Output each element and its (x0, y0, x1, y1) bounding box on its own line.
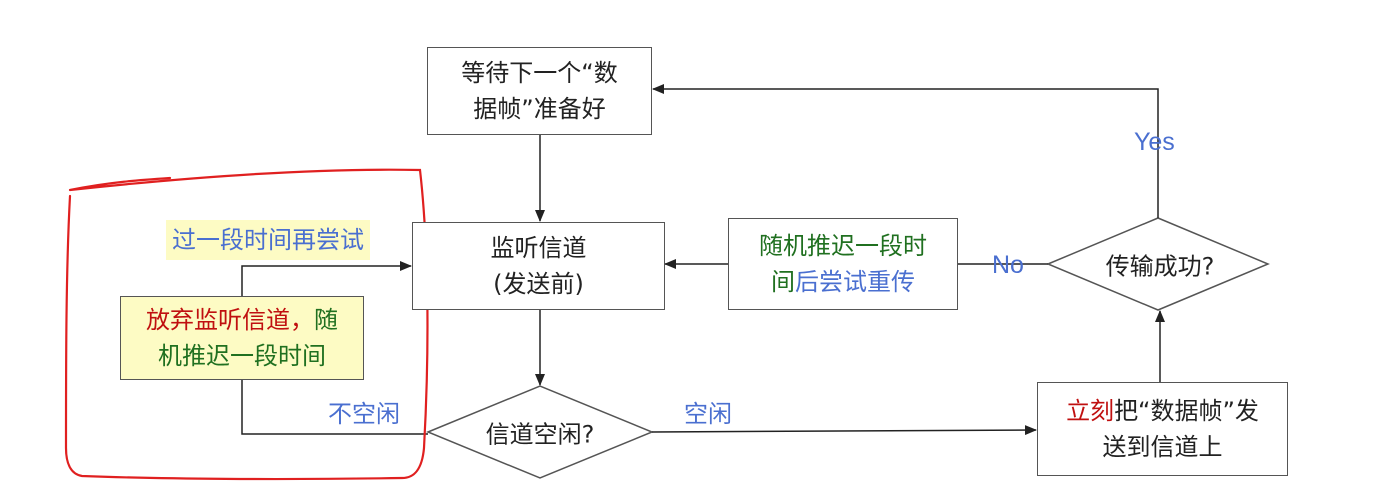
send-box-red: 立刻 (1066, 397, 1115, 425)
arrow-idle-to-send (651, 425, 1037, 436)
send-box-line-2: 送到信道上 (1102, 433, 1223, 461)
listen-box-line-2: (发送前) (493, 270, 584, 298)
wait-frame-ready-box: 等待下一个“数 据帧”准备好 (427, 47, 652, 135)
no-label: No (992, 251, 1024, 279)
wait-box-line-2: 据帧”准备好 (473, 95, 606, 123)
success-decision-label: 传输成功? (1105, 252, 1215, 281)
retry-box-blue-2: 后尝试重传 (795, 268, 915, 296)
success-decision-diamond (1046, 217, 1270, 311)
retry-box-green-1: 随机推迟一段时 (759, 232, 927, 260)
wait-box-line-1: 等待下一个“数 (461, 59, 618, 87)
red-annotation-loop (64, 168, 429, 481)
listen-channel-box: 监听信道 (发送前) (412, 222, 665, 310)
giveup-box-green-1: 随 (314, 306, 338, 334)
giveup-box-red: 放弃监听信道， (146, 306, 314, 334)
idle-decision-label: 信道空闲? (485, 420, 595, 449)
try-again-label: 过一段时间再尝试 (166, 220, 370, 260)
retry-box-green-2: 间 (771, 268, 795, 296)
send-box-rest-1: 把“数据帧”发 (1114, 397, 1259, 425)
send-frame-box: 立刻把“数据帧”发 送到信道上 (1037, 382, 1288, 476)
give-up-listen-box: 放弃监听信道，随 机推迟一段时间 (120, 296, 364, 380)
listen-box-line-1: 监听信道 (490, 234, 587, 262)
idle-label: 空闲 (684, 400, 732, 428)
random-delay-retry-box: 随机推迟一段时 间后尝试重传 (728, 218, 958, 310)
arrow-success-yes-to-wait (652, 84, 1159, 218)
giveup-box-green-2: 机推迟一段时间 (158, 342, 326, 370)
not-idle-label: 不空闲 (328, 400, 400, 428)
yes-label: Yes (1134, 128, 1175, 156)
